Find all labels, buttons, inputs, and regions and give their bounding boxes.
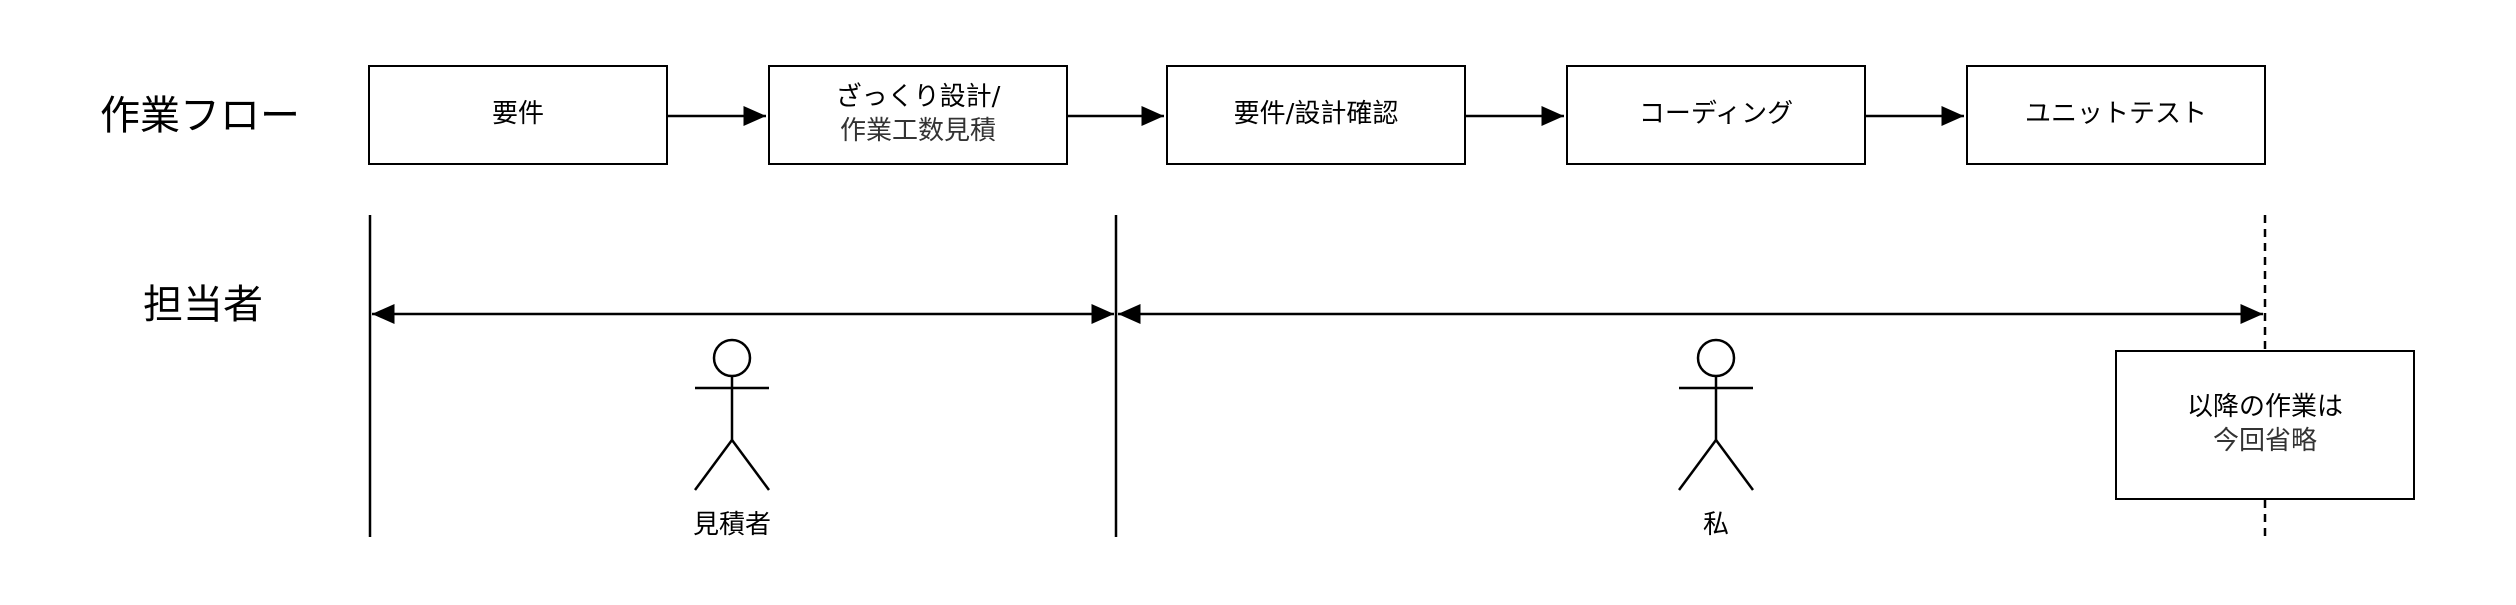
workflow-step-label: ユニットテスト [2024, 99, 2207, 130]
actor-icon-estimator [693, 338, 771, 491]
workflow-step-label: ざっくり設計/ [835, 82, 1001, 113]
omitted-steps-note: 以降の作業は 今回省略 [2115, 350, 2415, 500]
note-line-2: 今回省略 [2212, 426, 2317, 456]
row-label-owner: 担当者 [143, 282, 263, 328]
workflow-step-coding: コーディング [1566, 65, 1866, 165]
workflow-step-requirements: 要件 [368, 65, 668, 165]
workflow-step-label: コーディング [1638, 99, 1794, 130]
row-label-workflow: 作業フロー [100, 93, 300, 139]
workflow-step-requirements-design-review: 要件/設計確認 [1166, 65, 1466, 165]
workflow-step-unit-test: ユニットテスト [1966, 65, 2266, 165]
actor-icon-me [1677, 338, 1755, 491]
note-line-1: 以降の作業は [2186, 392, 2343, 423]
owner-name-me: 私 [1702, 510, 1730, 540]
workflow-step-label: 要件 [491, 99, 544, 130]
workflow-step-label-line2: 作業工数見積 [839, 116, 996, 146]
workflow-step-label: 要件/設計確認 [1233, 99, 1399, 130]
workflow-step-rough-design-estimate: ざっくり設計/ 作業工数見積 [768, 65, 1068, 165]
owner-name-estimator: 見積者 [692, 510, 772, 540]
